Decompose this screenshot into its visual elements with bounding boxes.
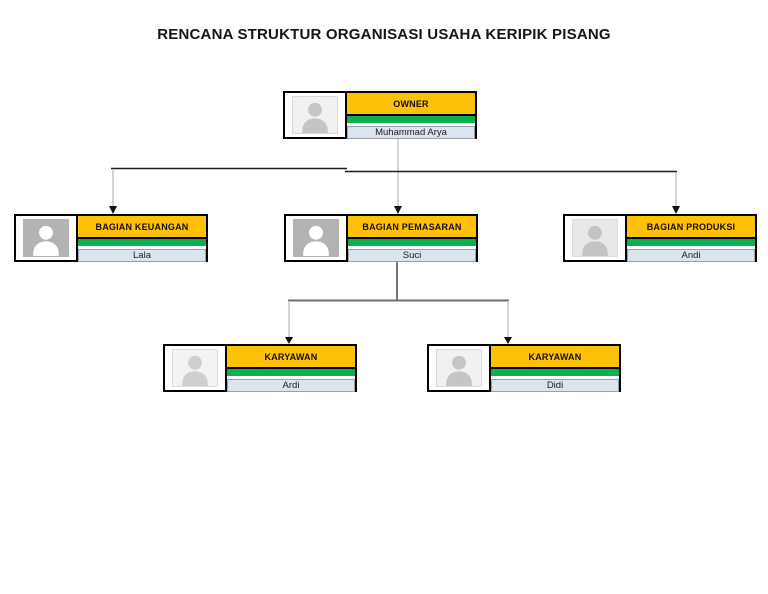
arrowhead-pemasaran-icon xyxy=(394,206,402,214)
org-node-produksi: BAGIAN PRODUKSI Andi xyxy=(563,214,757,262)
role-label: KARYAWAN xyxy=(264,351,318,362)
person-name: Didi xyxy=(546,380,564,391)
green-stripe xyxy=(627,239,755,246)
role-header: BAGIAN KEUANGAN xyxy=(78,216,206,239)
name-plate: Ardi xyxy=(227,379,355,392)
person-name: Suci xyxy=(402,250,422,261)
arrowhead-ardi-icon xyxy=(285,337,293,344)
org-node-karyawan-didi: KARYAWAN Didi xyxy=(427,344,621,392)
person-name: Lala xyxy=(133,250,151,261)
role-header: BAGIAN PRODUKSI xyxy=(627,216,755,239)
green-stripe xyxy=(347,116,475,123)
role-header: KARYAWAN xyxy=(491,346,619,369)
role-header: BAGIAN PEMASARAN xyxy=(348,216,476,239)
name-plate: Andi xyxy=(627,249,755,262)
name-plate: Suci xyxy=(348,249,476,262)
photo-frame xyxy=(429,346,491,390)
green-stripe xyxy=(491,369,619,376)
person-silhouette-icon xyxy=(172,349,218,387)
org-node-karyawan-ardi: KARYAWAN Ardi xyxy=(163,344,357,392)
person-name: Muhammad Arya xyxy=(375,127,447,138)
green-stripe xyxy=(227,369,355,376)
green-stripe xyxy=(348,239,476,246)
person-silhouette-icon xyxy=(293,219,339,257)
role-header: OWNER xyxy=(347,93,475,116)
org-node-pemasaran: BAGIAN PEMASARAN Suci xyxy=(284,214,478,262)
org-node-keuangan: BAGIAN KEUANGAN Lala xyxy=(14,214,208,262)
photo-frame xyxy=(565,216,627,260)
person-silhouette-icon xyxy=(292,96,338,134)
green-stripe xyxy=(78,239,206,246)
arrowhead-keuangan-icon xyxy=(109,206,117,214)
role-label: BAGIAN PRODUKSI xyxy=(646,221,736,232)
role-label: BAGIAN KEUANGAN xyxy=(95,221,189,232)
person-name: Andi xyxy=(681,250,701,261)
role-label: OWNER xyxy=(393,98,429,109)
page-title: RENCANA STRUKTUR ORGANISASI USAHA KERIPI… xyxy=(157,26,611,43)
photo-frame xyxy=(16,216,78,260)
name-plate: Didi xyxy=(491,379,619,392)
arrowhead-didi-icon xyxy=(504,337,512,344)
photo-frame xyxy=(286,216,348,260)
name-plate: Muhammad Arya xyxy=(347,126,475,139)
person-silhouette-icon xyxy=(572,219,618,257)
person-name: Ardi xyxy=(282,380,300,391)
role-label: BAGIAN PEMASARAN xyxy=(362,221,462,232)
org-node-owner: OWNER Muhammad Arya xyxy=(283,91,477,139)
role-header: KARYAWAN xyxy=(227,346,355,369)
name-plate: Lala xyxy=(78,249,206,262)
photo-frame xyxy=(285,93,347,137)
person-silhouette-icon xyxy=(436,349,482,387)
role-label: KARYAWAN xyxy=(528,351,582,362)
photo-frame xyxy=(165,346,227,390)
person-silhouette-icon xyxy=(23,219,69,257)
arrowhead-produksi-icon xyxy=(672,206,680,214)
